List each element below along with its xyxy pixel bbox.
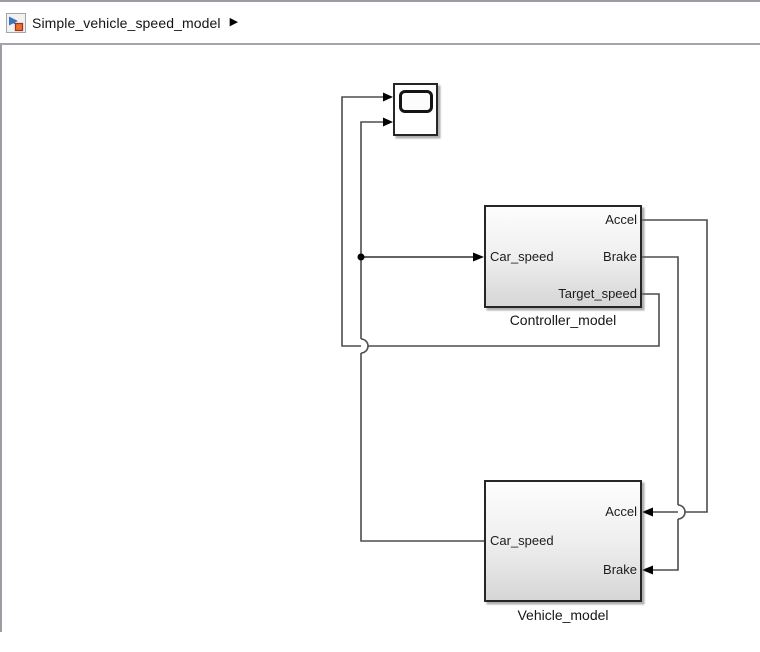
wire-brake-to-vehicle[interactable] xyxy=(642,256,686,571)
vehicle-port-label-accel: Accel xyxy=(605,504,637,519)
arrowhead-vehicle-accel xyxy=(642,507,653,517)
branch-dot xyxy=(357,253,365,261)
vehicle-model-block[interactable] xyxy=(484,480,642,602)
controller-port-label-brake: Brake xyxy=(603,249,637,264)
line-hop-arc xyxy=(360,338,369,354)
vehicle-port-label-car-speed: Car_speed xyxy=(490,533,554,548)
breadcrumb-bar: Simple_vehicle_speed_model ▶ xyxy=(0,0,760,45)
controller-port-label-accel: Accel xyxy=(605,212,637,227)
controller-block-label[interactable]: Controller_model xyxy=(509,312,617,328)
line-hop-arc xyxy=(677,504,686,520)
canvas-left-border xyxy=(0,45,2,632)
vehicle-port-label-brake: Brake xyxy=(603,562,637,577)
wire-accel-to-vehicle[interactable] xyxy=(642,219,708,513)
arrowhead-scope-in1 xyxy=(383,92,393,102)
arrowhead-controller-car-speed xyxy=(473,252,484,262)
breadcrumb-caret-icon[interactable]: ▶ xyxy=(229,16,239,28)
controller-port-label-car-speed: Car_speed xyxy=(490,249,554,264)
breadcrumb-model-name[interactable]: Simple_vehicle_speed_model xyxy=(32,14,221,31)
arrowhead-vehicle-brake xyxy=(642,565,653,575)
vehicle-block-label[interactable]: Vehicle_model xyxy=(517,607,609,623)
scope-block[interactable] xyxy=(393,83,438,136)
wire-car-speed-trunk[interactable] xyxy=(360,121,484,542)
controller-model-block[interactable] xyxy=(484,205,642,308)
controller-port-label-target-speed: Target_speed xyxy=(558,286,637,301)
arrowhead-scope-in2 xyxy=(383,117,393,127)
scope-display-icon xyxy=(399,90,433,113)
wire-target-speed-to-scope[interactable] xyxy=(341,96,660,347)
simulink-model-icon[interactable] xyxy=(6,12,26,33)
